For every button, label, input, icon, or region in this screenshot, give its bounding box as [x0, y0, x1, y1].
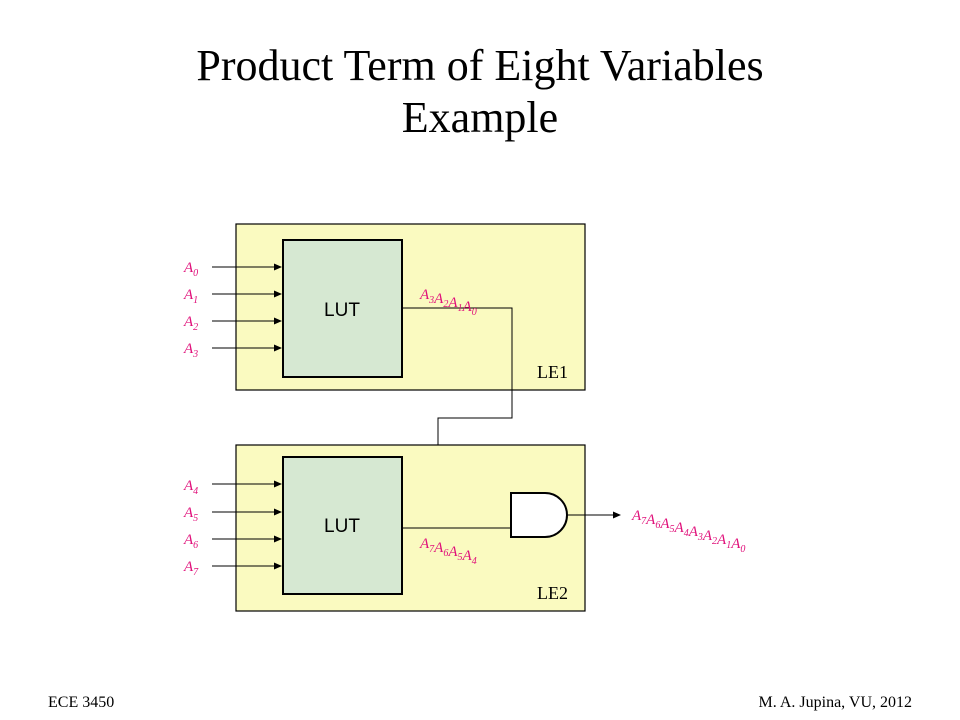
- signal-subscript: 0: [193, 268, 198, 279]
- le2-input-label: A6: [183, 532, 198, 551]
- signal-variable: A: [631, 508, 642, 524]
- title-line-1: Product Term of Eight Variables: [196, 41, 764, 90]
- le2-input-label: A4: [183, 478, 198, 497]
- signal-subscript: 3: [428, 295, 434, 306]
- signal-subscript: 3: [697, 532, 703, 543]
- signal-variable: A: [183, 287, 194, 303]
- le2-lut-box: [282, 456, 403, 595]
- and-gate-icon: [510, 492, 568, 538]
- signal-variable: A: [447, 295, 458, 311]
- signal-variable: A: [183, 341, 194, 357]
- le1-inputs: A0 A1 A2 A3: [183, 260, 282, 360]
- signal-subscript: 4: [193, 486, 198, 497]
- signal-subscript: 2: [712, 536, 717, 547]
- signal-variable: A: [183, 478, 194, 494]
- signal-variable: A: [183, 532, 194, 548]
- signal-subscript: 5: [193, 513, 198, 524]
- signal-subscript: 5: [670, 524, 675, 535]
- final-output-label: A7A6A5A4A3A2A1A0: [631, 508, 745, 555]
- signal-subscript: 7: [429, 544, 435, 555]
- le2-lut-label: LUT: [324, 516, 360, 537]
- footer-course: ECE 3450: [48, 694, 115, 711]
- signal-variable: A: [433, 540, 444, 556]
- footer-author: M. A. Jupina, VU, 2012: [758, 694, 913, 711]
- signal-subscript: 1: [726, 540, 731, 551]
- le1-input-label: A1: [183, 287, 198, 306]
- signal-subscript: 0: [472, 307, 477, 318]
- signal-variable: A: [419, 536, 430, 552]
- le1-input-label: A2: [183, 314, 198, 333]
- signal-variable: A: [659, 516, 670, 532]
- signal-variable: A: [688, 524, 699, 540]
- signal-variable: A: [419, 287, 430, 303]
- signal-variable: A: [183, 260, 194, 276]
- title-line-2: Example: [401, 93, 559, 142]
- signal-variable: A: [462, 548, 473, 564]
- signal-subscript: 7: [641, 516, 647, 527]
- page-title: Product Term of Eight Variables Example: [0, 40, 960, 144]
- signal-subscript: 1: [458, 303, 463, 314]
- signal-subscript: 6: [193, 540, 198, 551]
- signal-variable: A: [462, 299, 473, 315]
- signal-variable: A: [674, 520, 685, 536]
- signal-subscript: 7: [193, 567, 199, 578]
- le1-output-label: A3A2A1A0: [419, 287, 477, 318]
- signal-variable: A: [447, 544, 458, 560]
- signal-variable: A: [183, 314, 194, 330]
- signal-subscript: 2: [193, 322, 198, 333]
- signal-variable: A: [730, 536, 741, 552]
- le1-input-label: A3: [183, 341, 198, 360]
- signal-subscript: 4: [684, 528, 689, 539]
- signal-variable: A: [716, 532, 727, 548]
- le2-inputs: A4 A5 A6 A7: [183, 478, 282, 578]
- signal-subscript: 4: [472, 556, 477, 567]
- signal-subscript: 5: [458, 552, 463, 563]
- signal-subscript: 6: [655, 520, 660, 531]
- le1-input-label: A0: [183, 260, 198, 279]
- signal-variable: A: [645, 512, 656, 528]
- signal-variable: A: [433, 291, 444, 307]
- le2-label: LE2: [537, 583, 568, 603]
- signal-variable: A: [183, 559, 194, 575]
- le1-label: LE1: [537, 362, 568, 382]
- le2-output-label: A7A6A5A4: [419, 536, 477, 567]
- le1-lut-label: LUT: [324, 300, 360, 321]
- le2-input-label: A5: [183, 505, 198, 524]
- signal-variable: A: [183, 505, 194, 521]
- signal-subscript: 6: [443, 548, 448, 559]
- signal-variable: A: [702, 528, 713, 544]
- signal-subscript: 2: [443, 299, 448, 310]
- signal-subscript: 1: [193, 295, 198, 306]
- signal-subscript: 0: [740, 544, 745, 555]
- le2-input-label: A7: [183, 559, 199, 578]
- signal-subscript: 3: [192, 349, 198, 360]
